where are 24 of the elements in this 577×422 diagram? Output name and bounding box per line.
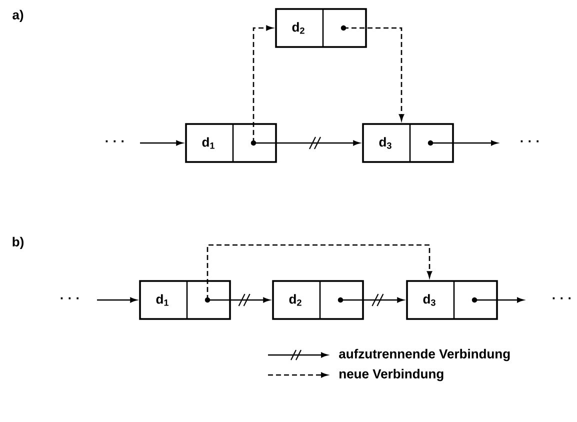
ellipsis: · · · — [552, 297, 570, 300]
legend-text: aufzutrennende Verbindung — [339, 348, 510, 362]
ellipsis: · · · — [520, 140, 538, 142]
list-node-box: d$_{2}$ — [275, 8, 367, 48]
ellipsis: · · · — [60, 297, 78, 300]
list-node-box: d$_{2}$ — [272, 280, 364, 320]
arrow — [254, 136, 360, 150]
panel-label: a) — [12, 10, 24, 22]
list-node-box: d$_{3}$ — [362, 123, 454, 163]
panel-label: b) — [12, 236, 24, 250]
arrow — [208, 294, 270, 306]
list-node-box: d$_{1}$ — [185, 123, 277, 163]
legend-text: neue Verbindung — [340, 368, 444, 382]
ellipsis: · · · — [106, 140, 124, 142]
arrow — [474, 297, 524, 303]
arrow — [140, 140, 183, 146]
list-node-box: d$_{3}$ — [406, 280, 498, 320]
list-node-box: d$_{1}$ — [139, 280, 231, 320]
arrow — [340, 294, 404, 306]
arrow — [252, 25, 273, 143]
arrow — [430, 140, 498, 146]
arrow — [97, 297, 137, 303]
arrow — [344, 27, 404, 121]
arrow — [206, 244, 432, 300]
